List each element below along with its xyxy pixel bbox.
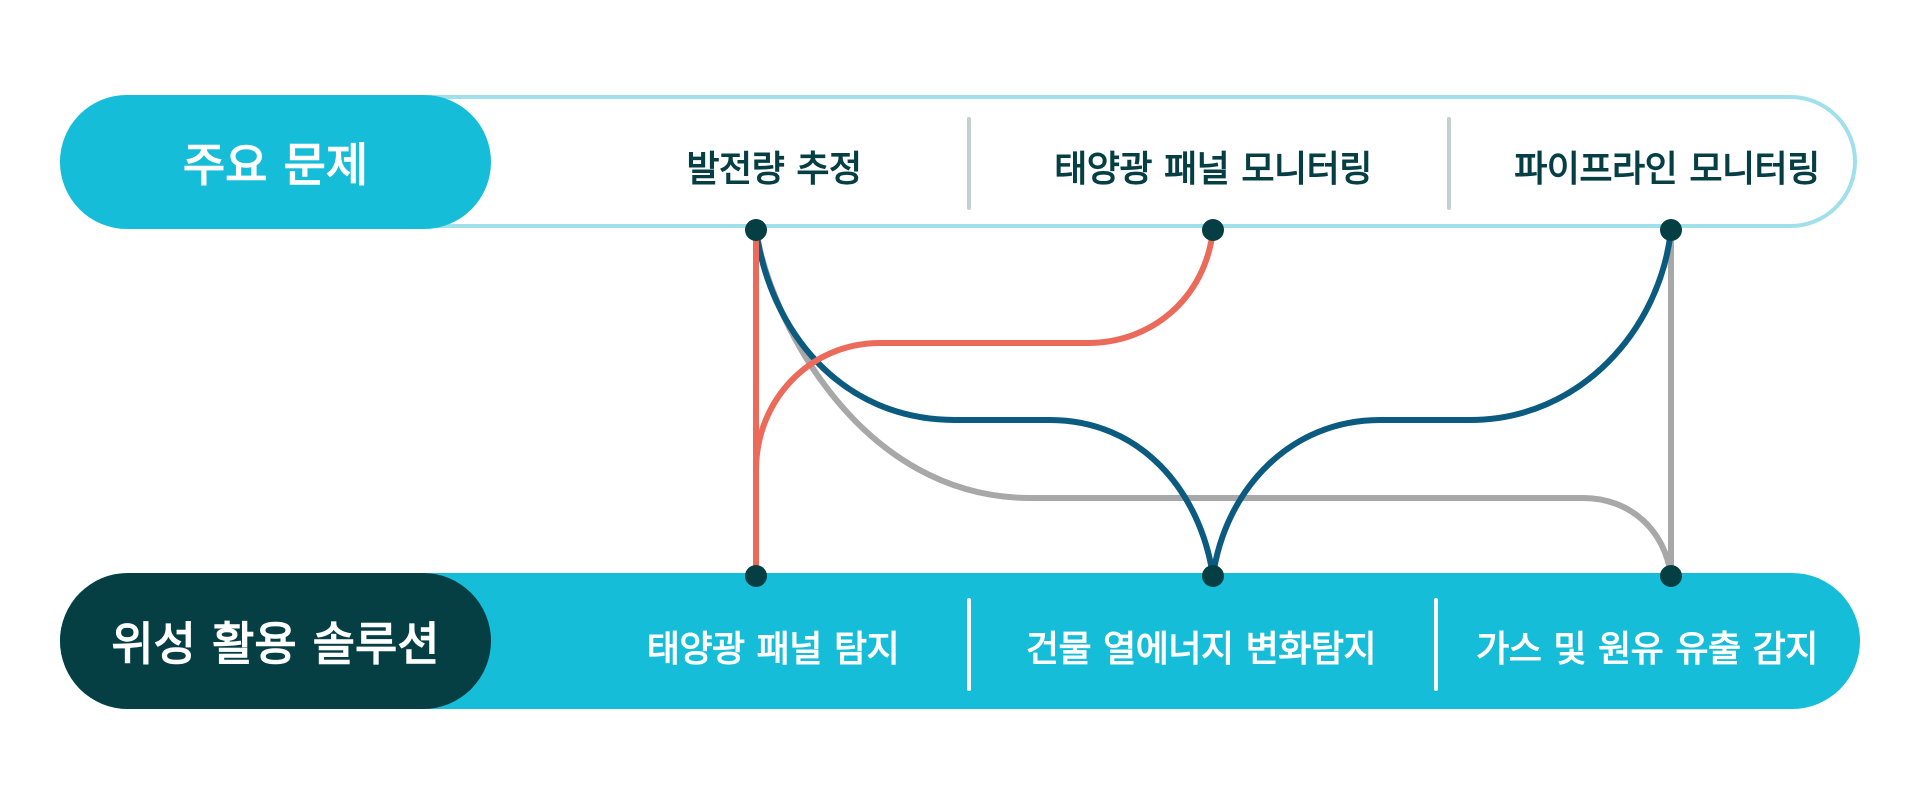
problems-title: 주요 문제 — [60, 95, 491, 229]
node-top-solar — [1202, 219, 1224, 241]
solutions-title: 위성 활용 솔루션 — [60, 573, 491, 709]
problems-divider — [967, 117, 971, 210]
solutions-divider — [1434, 598, 1438, 691]
problem-solar-panel-monitoring: 태양광 패널 모니터링 — [1054, 149, 1372, 190]
node-top-pipeline — [1660, 219, 1682, 241]
node-top-power — [745, 219, 767, 241]
link-solar-monitoring-to-solar-detection — [753, 227, 1216, 473]
node-bottom-solar — [745, 565, 767, 587]
link-power-to-thermal — [753, 227, 1216, 579]
link-power-to-leak — [753, 227, 1674, 579]
node-bottom-leak — [1660, 565, 1682, 587]
solution-gas-oil-leak-detection: 가스 및 원유 유출 감지 — [1476, 629, 1818, 670]
solutions-divider — [967, 598, 971, 691]
solution-building-thermal-change-detection: 건물 열에너지 변화탐지 — [1025, 629, 1377, 670]
problem-pipeline-monitoring: 파이프라인 모니터링 — [1514, 149, 1820, 190]
node-bottom-thermal — [1202, 565, 1224, 587]
solution-solar-panel-detection: 태양광 패널 탐지 — [646, 629, 900, 670]
link-pipeline-to-thermal — [1210, 227, 1674, 579]
problems-divider — [1447, 117, 1451, 210]
problem-power-estimation: 발전량 추정 — [686, 149, 862, 190]
